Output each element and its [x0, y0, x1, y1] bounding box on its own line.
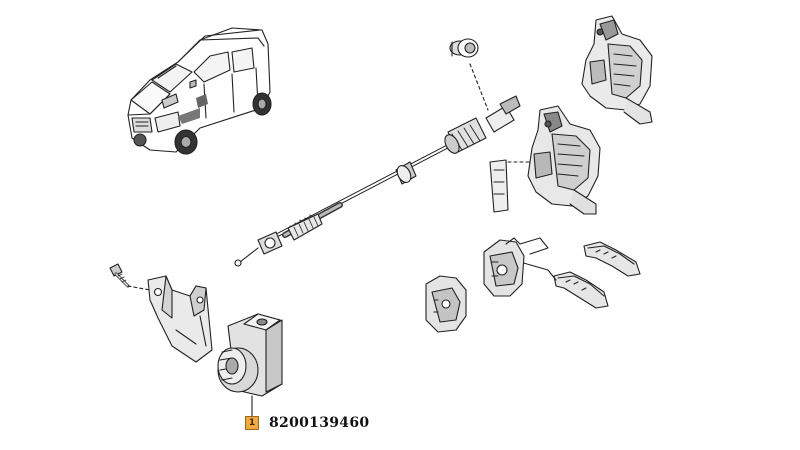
- part-callout: 1 8200139460: [245, 415, 369, 431]
- bolt: [110, 264, 150, 290]
- reference-badge[interactable]: 1: [245, 416, 259, 430]
- latch-small: [426, 276, 466, 332]
- van-illustration: [128, 28, 271, 154]
- door-handle-lower: [520, 238, 608, 308]
- latch-center: [484, 238, 524, 296]
- gear-cable: [235, 64, 520, 266]
- lock-mechanism-middle: [528, 106, 600, 214]
- cable-grommet: [450, 39, 478, 57]
- lock-mechanism-upper: [582, 16, 652, 124]
- part-number[interactable]: 8200139460: [269, 415, 370, 431]
- mounting-bracket: [148, 276, 212, 362]
- cable-clip: [490, 160, 530, 212]
- lock-barrel-housing: [218, 314, 282, 418]
- door-handle-upper: [584, 242, 640, 276]
